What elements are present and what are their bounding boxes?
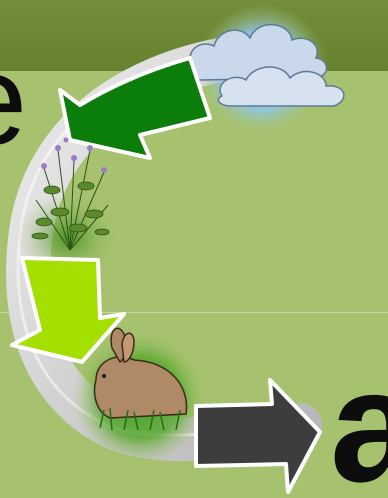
- arrow-rabbit-out: [196, 380, 320, 492]
